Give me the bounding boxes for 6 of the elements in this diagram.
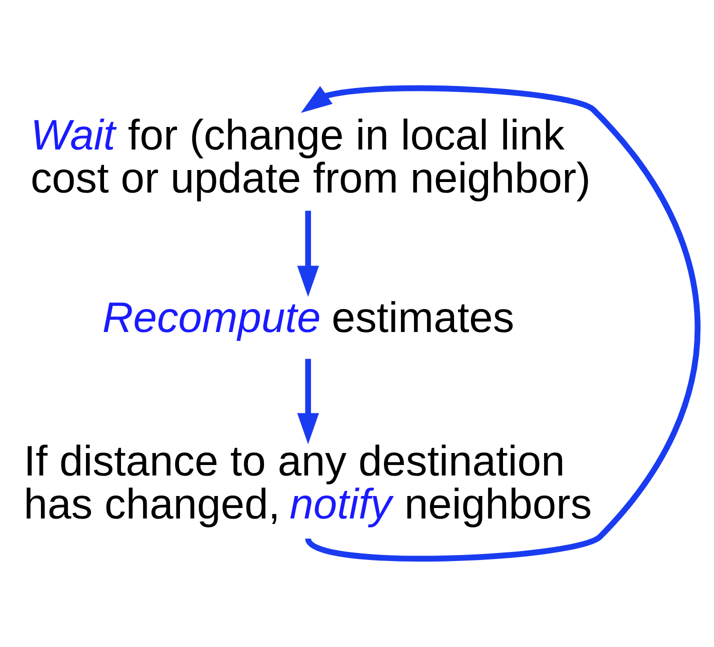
arrow: [297, 210, 319, 297]
node-text: If distance to any destination has changed, notify neighbors: [24, 438, 592, 528]
arrow: [300, 85, 700, 562]
node-text: Wait for (change in local link cost or update from neighbor): [30, 112, 591, 202]
node-text: Recompute estimates: [102, 294, 514, 342]
arrow: [297, 358, 319, 444]
